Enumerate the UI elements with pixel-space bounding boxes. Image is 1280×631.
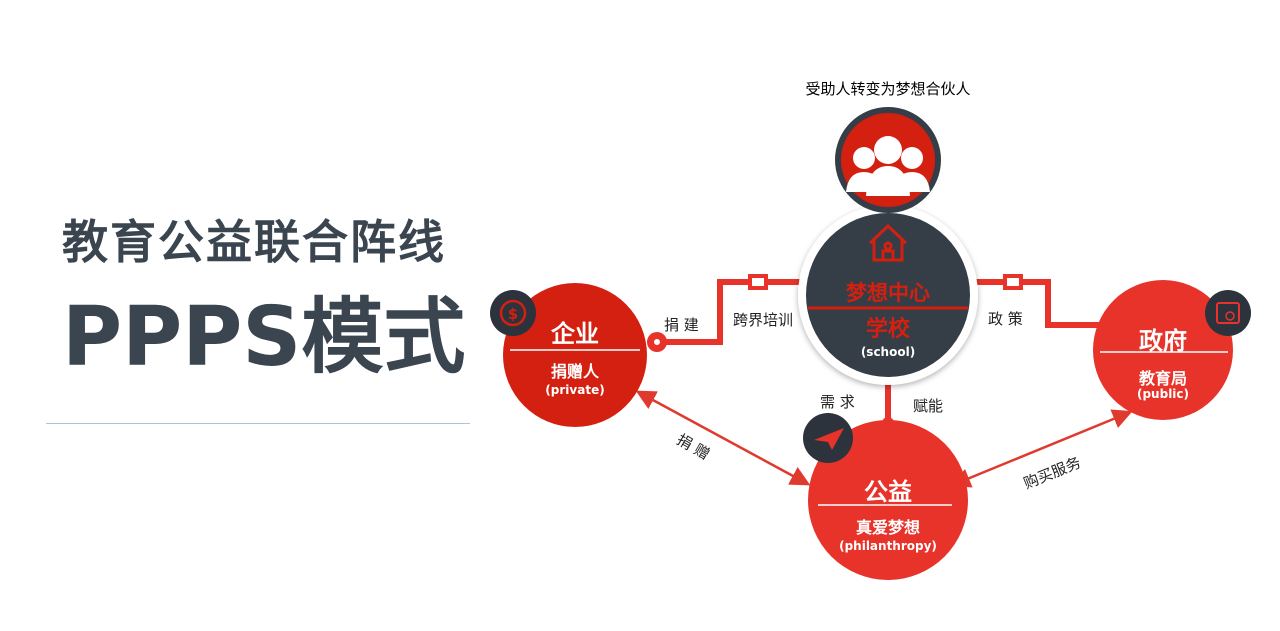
title-line1: 教育公益联合阵线 <box>62 215 446 269</box>
label-training: 跨界培训 <box>733 311 794 329</box>
enterprise-title: 企业 <box>551 320 599 348</box>
charity-title: 公益 <box>864 478 912 506</box>
enterprise-sub: 捐赠人 <box>550 362 600 381</box>
title-line2: PPPS模式 <box>62 290 466 385</box>
svg-text:$: $ <box>508 305 518 323</box>
label-empower: 赋能 <box>913 397 944 415</box>
school-line1: 梦想中心 <box>846 281 930 305</box>
arrow-donate <box>635 390 811 486</box>
house-icon <box>868 223 908 262</box>
dollar-cycle-icon <box>490 290 536 336</box>
connector-right <box>975 274 1100 328</box>
connector-left <box>657 274 800 345</box>
school-en: (school) <box>860 345 916 359</box>
charity-en: (philanthropy) <box>839 539 937 553</box>
divider <box>46 423 470 424</box>
government-title: 政府 <box>1139 327 1187 355</box>
people-icon <box>846 136 930 196</box>
enterprise-en: (private) <box>545 383 605 397</box>
enterprise-circle <box>503 283 647 427</box>
charity-sub: 真爱梦想 <box>855 518 921 537</box>
government-sub: 教育局 <box>1138 369 1188 388</box>
arrow-purchase <box>950 409 1133 488</box>
school-line2: 学校 <box>865 317 911 342</box>
charity-circle <box>808 420 968 580</box>
label-policy: 政 策 <box>988 310 1023 328</box>
caption: 受助人转变为梦想合伙人 <box>805 80 971 98</box>
label-build: 捐 建 <box>664 316 699 334</box>
government-circle <box>1093 280 1233 420</box>
government-en: (public) <box>1136 387 1190 401</box>
label-demand: 需 求 <box>820 393 855 411</box>
